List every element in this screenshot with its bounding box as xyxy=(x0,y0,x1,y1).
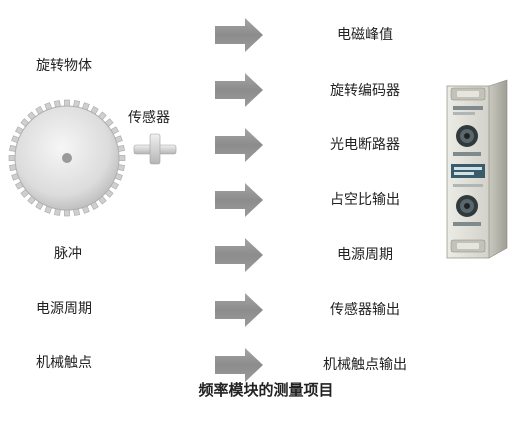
sensor-label: 传感器 xyxy=(128,110,170,126)
right-arrow-icon xyxy=(215,238,263,272)
measurement-photo-interrupter: 光电断路器 xyxy=(330,137,400,153)
gear-icon xyxy=(8,99,126,217)
measurement-electromagnetic-peak: 电磁峰值 xyxy=(337,27,393,43)
right-arrow-icon xyxy=(215,293,263,327)
input-label-power-cycle: 电源周期 xyxy=(36,301,92,317)
arrow-column xyxy=(215,18,263,382)
right-arrow-icon xyxy=(215,18,263,52)
right-arrow-icon xyxy=(215,348,263,382)
measurement-duty-output: 占空比输出 xyxy=(330,192,400,208)
measurement-mechanical-contact-output: 机械触点输出 xyxy=(323,357,407,373)
input-label-rotating-object: 旋转物体 xyxy=(36,58,92,74)
measurement-sensor-output: 传感器输出 xyxy=(330,302,400,318)
sensor-connector-icon xyxy=(133,133,177,165)
measurement-power-cycle: 电源周期 xyxy=(337,247,393,263)
right-arrow-icon xyxy=(215,183,263,217)
diagram-caption: 频率模块的测量项目 xyxy=(198,381,334,399)
right-arrow-icon xyxy=(215,73,263,107)
input-label-pulse: 脉冲 xyxy=(54,246,82,262)
right-arrow-icon xyxy=(215,128,263,162)
measurement-rotary-encoder: 旋转编码器 xyxy=(330,83,400,99)
input-label-mechanical-contact: 机械触点 xyxy=(36,355,92,371)
frequency-module-icon xyxy=(446,79,508,259)
